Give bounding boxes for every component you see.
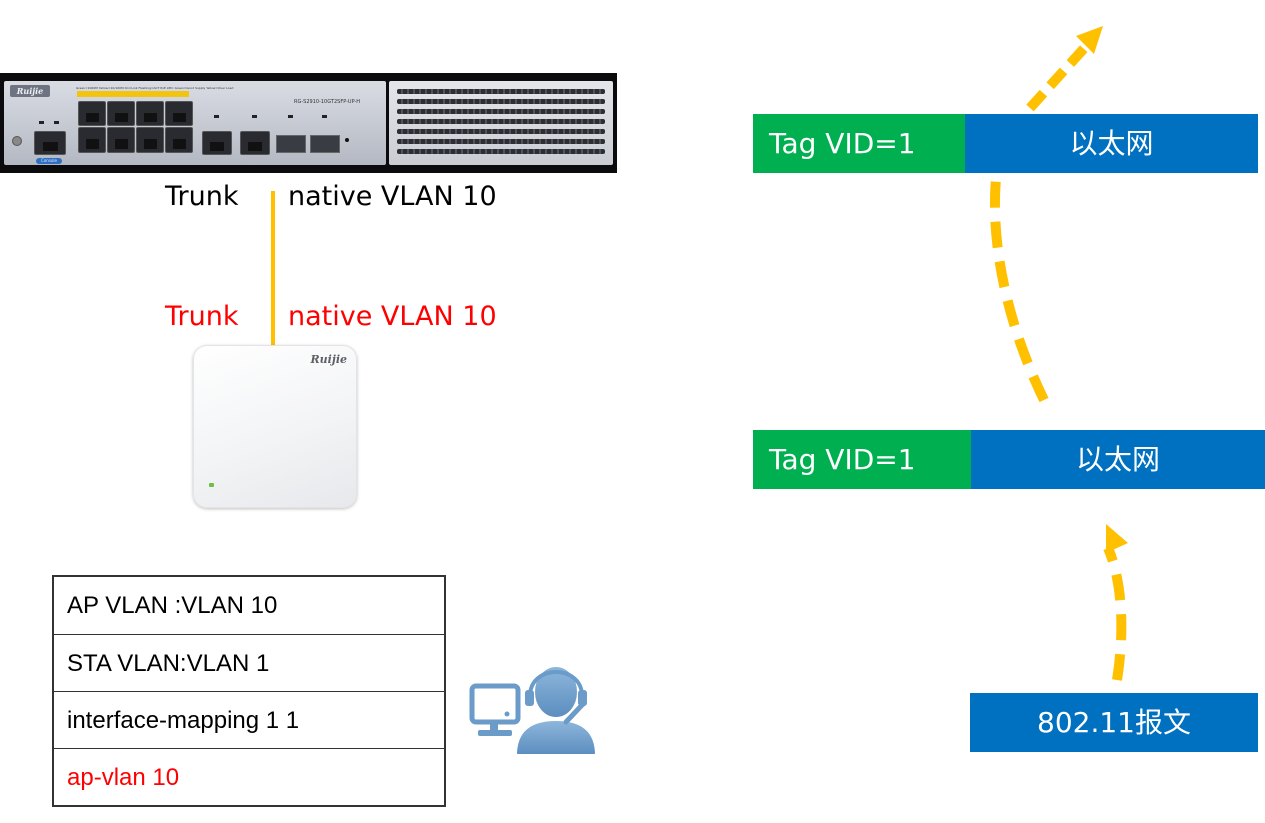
reset-button (345, 138, 349, 142)
console-port (34, 131, 66, 155)
access-point: Ruijie (193, 345, 357, 508)
switch-vent-grille (389, 81, 613, 165)
ethernet-port (165, 127, 193, 153)
switch-port-mode: Trunk (165, 181, 239, 212)
console-label: Console (36, 158, 62, 164)
vlan-tag-field: Tag VID=1 (753, 430, 971, 489)
ethernet-port (78, 101, 106, 126)
switch-led-legend: Green=1000M Yellow=10/100M On=Link Flash… (76, 86, 234, 90)
dashed-arrow-icon (989, 177, 1049, 403)
uplink-port (240, 131, 270, 155)
ap-brand-logo: Ruijie (310, 353, 347, 366)
wireless-802-11-frame: 802.11报文 (970, 693, 1258, 752)
ap-port-mode: Trunk (165, 301, 239, 332)
ethernet-port (78, 127, 106, 153)
ap-native-vlan: native VLAN 10 (288, 301, 497, 332)
dashed-arrow-icon (1026, 40, 1092, 112)
ap-status-led (209, 483, 214, 487)
switch-brand-logo: Ruijie (10, 85, 50, 97)
trunk-cable (271, 191, 275, 349)
ethernet-payload-field: 以太网 (971, 430, 1265, 489)
tagged-ethernet-frame-top: Tag VID=1 以太网 (753, 114, 1258, 173)
status-led (39, 121, 44, 124)
poe-led (54, 121, 59, 124)
operator-headset-icon (469, 665, 598, 755)
config-row-sta-vlan: STA VLAN:VLAN 1 (54, 634, 444, 691)
ethernet-payload-field: 以太网 (965, 114, 1258, 173)
config-row-ap-vlan: AP VLAN :VLAN 10 (67, 592, 278, 619)
uplink-port (202, 131, 232, 155)
dashed-arrow-icon (1103, 545, 1127, 681)
sfp-port (310, 135, 340, 153)
person-icon (514, 665, 598, 755)
config-row-ap-vlan-command: ap-vlan 10 (54, 748, 444, 805)
vlan-tag-field: Tag VID=1 (753, 114, 965, 173)
monitor-icon (469, 683, 521, 736)
arrowhead-icon (1076, 26, 1103, 54)
ethernet-port (136, 127, 164, 153)
ethernet-port (107, 127, 135, 153)
access-switch: Ruijie Green=1000M Yellow=10/100M On=Lin… (0, 73, 617, 173)
switch-model-label: RG-S2910-10GT2SFP-UP-H (294, 99, 361, 105)
port-led (322, 115, 327, 118)
arrowhead-icon (1106, 524, 1128, 553)
port-led (252, 115, 257, 118)
switch-native-vlan: native VLAN 10 (288, 181, 497, 212)
switch-front-panel: Ruijie Green=1000M Yellow=10/100M On=Lin… (4, 81, 386, 165)
config-row-interface-mapping: interface-mapping 1 1 (54, 691, 444, 748)
tagged-ethernet-frame-middle: Tag VID=1 以太网 (753, 430, 1265, 489)
ethernet-port (165, 101, 193, 126)
switch-port-led-bar (77, 91, 189, 97)
sfp-port (276, 135, 306, 153)
ethernet-port (136, 101, 164, 126)
poe-button (12, 136, 22, 146)
ethernet-port (107, 101, 135, 126)
config-table: AP VLAN :VLAN 10 STA VLAN:VLAN 1 interfa… (52, 575, 446, 807)
port-led (214, 115, 219, 118)
port-led (288, 115, 293, 118)
